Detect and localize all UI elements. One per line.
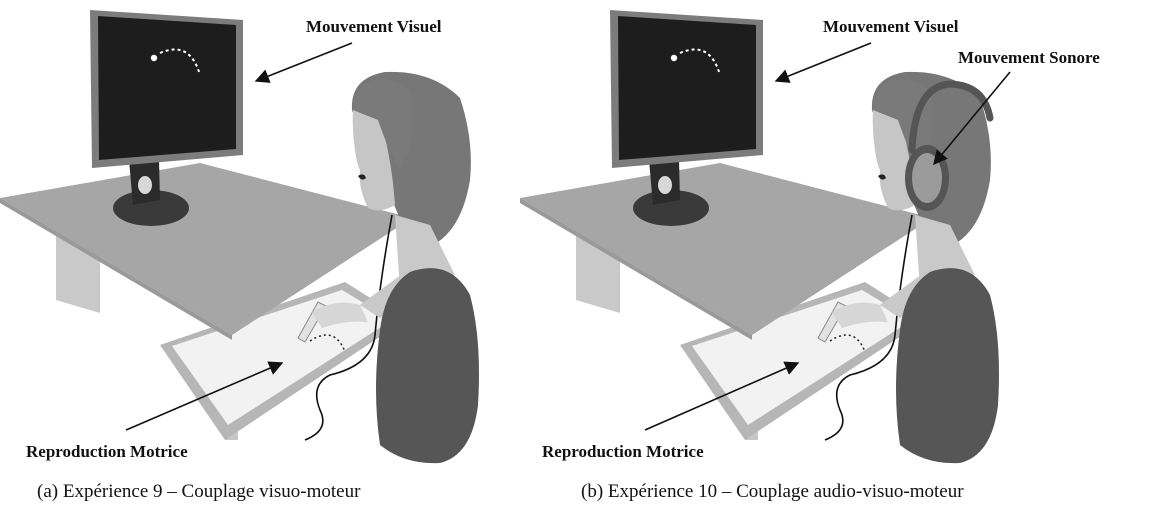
motor-reproduction-arrow-a bbox=[125, 361, 284, 431]
motor-reproduction-label-b: Reproduction Motrice bbox=[542, 442, 704, 461]
experiment-scene-a bbox=[0, 9, 480, 465]
panel-a: Mouvement Visuel Reproduction Motrice (a… bbox=[0, 9, 480, 502]
sound-motion-arrow-b bbox=[933, 71, 1011, 166]
caption-b: (b) Expérience 10 – Couplage audio-visuo… bbox=[581, 481, 964, 502]
experiment-scene-b bbox=[519, 9, 1000, 465]
visual-motion-label-b: Mouvement Visuel bbox=[823, 17, 959, 36]
visual-motion-arrow-b bbox=[774, 42, 872, 83]
panel-b: Mouvement Visuel Mouvement Sonore Reprod… bbox=[519, 9, 1100, 502]
visual-motion-label-a: Mouvement Visuel bbox=[306, 17, 442, 36]
sound-motion-label-b: Mouvement Sonore bbox=[958, 48, 1100, 67]
motor-reproduction-label-a: Reproduction Motrice bbox=[26, 442, 188, 461]
caption-a: (a) Expérience 9 – Couplage visuo-moteur bbox=[37, 481, 361, 502]
visual-motion-arrow-a bbox=[254, 42, 353, 83]
motor-reproduction-arrow-b bbox=[644, 361, 800, 431]
